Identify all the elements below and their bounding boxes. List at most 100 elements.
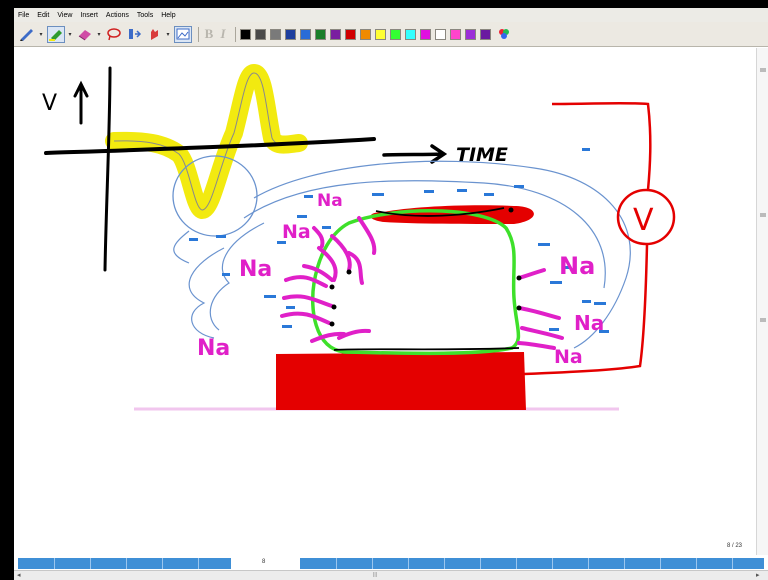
color-swatch-purple[interactable] <box>330 28 341 40</box>
contact-stroke <box>333 207 520 351</box>
menu-actions[interactable]: Actions <box>105 11 129 19</box>
page-tabs-before[interactable] <box>18 558 231 569</box>
arrow-tip <box>346 269 352 275</box>
pen-icon <box>20 29 33 41</box>
color-swatch-red[interactable] <box>345 28 356 40</box>
arrow-tip <box>329 321 335 327</box>
charge-mark <box>599 330 609 333</box>
sodium-arrow <box>347 251 364 285</box>
image-icon <box>176 28 190 40</box>
color-swatch-white[interactable] <box>435 28 446 40</box>
color-swatch-yellow[interactable] <box>375 28 386 40</box>
charge-mark <box>424 190 434 193</box>
charge-mark <box>222 273 230 276</box>
charge-mark <box>582 148 590 151</box>
highlighter-icon <box>49 30 62 41</box>
insert-space-icon <box>129 29 142 39</box>
charge-mark <box>549 328 559 331</box>
arrow-tip <box>516 305 522 311</box>
voltage-axis <box>103 66 112 272</box>
menu-edit[interactable]: Edit <box>37 11 50 19</box>
tab-divider <box>372 558 373 569</box>
color-swatch-magenta[interactable] <box>420 28 431 40</box>
color-swatch-cyan[interactable] <box>405 28 416 40</box>
menu-file[interactable]: File <box>18 11 30 19</box>
sodium-arrow <box>312 226 325 248</box>
scroll-marker <box>760 213 766 217</box>
color-swatch-black[interactable] <box>240 28 251 40</box>
current-page-tab[interactable]: 8 <box>262 559 266 565</box>
scroll-marker <box>760 68 766 72</box>
vertical-scrollbar[interactable] <box>756 48 768 555</box>
charge-mark <box>457 189 467 192</box>
voltmeter-label: V <box>633 203 654 238</box>
color-swatch-pink[interactable] <box>450 28 461 40</box>
custom-color-button[interactable] <box>495 26 513 43</box>
sodium-label: Na <box>282 221 311 243</box>
charge-mark <box>304 195 313 198</box>
sodium-label: Na <box>197 336 230 361</box>
scroll-thumb[interactable]: ||| <box>373 572 377 578</box>
sodium-arrow <box>517 268 546 280</box>
color-swatch-dark-gray[interactable] <box>255 28 266 40</box>
color-swatch-violet[interactable] <box>465 28 476 40</box>
tab-divider <box>624 558 625 569</box>
scroll-left-icon[interactable]: ◂ <box>17 572 21 579</box>
sodium-arrow <box>517 341 556 350</box>
tab-divider <box>552 558 553 569</box>
charge-mark <box>484 193 494 196</box>
voltmeter-circle <box>616 188 676 246</box>
insert-image-button[interactable] <box>174 25 192 43</box>
menu-view[interactable]: View <box>57 11 73 19</box>
drawing-canvas[interactable]: V TIME V <box>14 48 768 555</box>
page-tabs-after[interactable] <box>300 558 764 569</box>
color-swatch-dark-violet[interactable] <box>480 28 491 40</box>
sodium-arrow <box>330 234 352 272</box>
sodium-label: Na <box>559 252 595 280</box>
lasso-tool-button[interactable] <box>105 26 123 43</box>
charge-mark <box>286 306 295 309</box>
sodium-arrow <box>310 331 346 343</box>
scroll-right-icon[interactable]: ▸ <box>756 572 760 579</box>
field-line <box>243 180 606 289</box>
pen-dropdown[interactable]: ▾ <box>39 31 43 38</box>
sodium-arrow <box>302 264 334 282</box>
tab-divider <box>90 558 91 569</box>
color-swatch-green[interactable] <box>315 28 326 40</box>
hand-dropdown[interactable]: ▾ <box>166 31 170 38</box>
charge-marks <box>189 148 609 333</box>
bottom-electrode <box>276 352 526 410</box>
highlighter-tool-button[interactable] <box>47 25 65 43</box>
page-tab-strip[interactable]: 8 <box>14 557 768 569</box>
charge-mark <box>216 235 226 238</box>
color-swatch-orange[interactable] <box>360 28 371 40</box>
hand-tool-button[interactable] <box>145 26 163 43</box>
menu-tools[interactable]: Tools <box>136 11 154 19</box>
eraser-tool-button[interactable] <box>76 26 94 43</box>
sodium-label: Na <box>574 311 604 335</box>
menu-insert[interactable]: Insert <box>80 11 98 19</box>
highlighter-dropdown[interactable]: ▾ <box>68 31 72 38</box>
menu-help[interactable]: Help <box>161 11 176 19</box>
tab-divider <box>126 558 127 569</box>
insert-space-tool-button[interactable] <box>125 26 143 43</box>
color-swatch-dark-blue[interactable] <box>285 28 296 40</box>
pen-tool-button[interactable] <box>18 26 36 43</box>
tab-divider <box>444 558 445 569</box>
arrow-tip <box>331 304 337 310</box>
color-swatch-blue[interactable] <box>300 28 311 40</box>
sodium-arrow <box>317 246 338 282</box>
horizontal-scrollbar[interactable]: ◂ ||| ▸ <box>14 570 768 580</box>
tab-divider <box>336 558 337 569</box>
color-swatch-gray[interactable] <box>270 28 281 40</box>
color-swatch-light-green[interactable] <box>390 28 401 40</box>
eraser-dropdown[interactable]: ▾ <box>97 31 101 38</box>
charge-mark <box>514 185 524 188</box>
bold-button[interactable]: B <box>204 26 214 41</box>
charge-mark <box>550 281 562 284</box>
charge-mark <box>189 238 198 241</box>
scroll-marker <box>760 318 766 322</box>
sodium-arrow <box>357 216 377 255</box>
tab-divider <box>408 558 409 569</box>
italic-button[interactable]: I <box>220 26 226 41</box>
